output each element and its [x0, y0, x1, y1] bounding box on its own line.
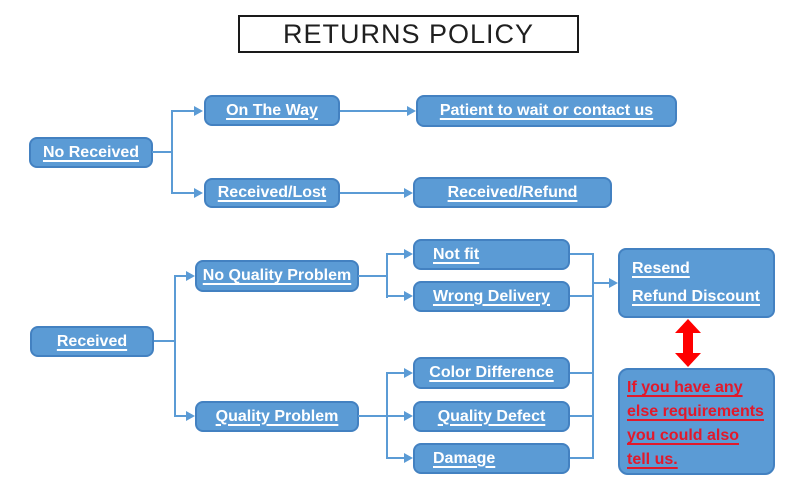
- double-arrow-down-head-icon: [675, 353, 701, 367]
- edge-to-ontheway-arrowhead-icon: [194, 106, 203, 116]
- edge-to-notfit-arrowhead-icon: [404, 249, 413, 259]
- node-no-received-label: No Received: [42, 143, 140, 161]
- edge-to-notfit-line: [386, 253, 405, 255]
- edge-received-stub: [154, 340, 176, 342]
- node-not-fit: Not fit: [413, 239, 570, 270]
- node-wrong-delivery: Wrong Delivery: [413, 281, 570, 312]
- edge-to-noqualityproblem-line: [174, 275, 188, 277]
- edge-wrongdelivery-merge-stub: [570, 295, 594, 297]
- edge-merge-vline: [592, 253, 594, 459]
- edge-merge-to-resend-line: [592, 282, 610, 284]
- node-quality-problem: Quality Problem: [195, 401, 359, 432]
- node-received-label: Received: [56, 332, 128, 350]
- edge-to-receivedlost-arrowhead-icon: [194, 188, 203, 198]
- edge-to-receivedlost-line: [171, 192, 196, 194]
- node-no-received: No Received: [29, 137, 153, 168]
- edge-to-wrongdelivery-arrowhead-icon: [404, 291, 413, 301]
- node-no-quality-problem: No Quality Problem: [195, 260, 359, 292]
- node-damage-label: Damage: [433, 449, 496, 467]
- node-not-fit-label: Not fit: [433, 245, 480, 263]
- node-on-the-way-label: On The Way: [226, 101, 318, 119]
- node-patient-wait: Patient to wait or contact us: [416, 95, 677, 127]
- note-line-3: you could also: [627, 427, 740, 444]
- edge-receivedlost-to-refund-line: [340, 192, 405, 194]
- edge-received-branch-vline: [174, 275, 176, 417]
- edge-ontheway-to-patient-arrowhead-icon: [407, 106, 416, 116]
- node-quality-defect: Quality Defect: [413, 401, 570, 432]
- edge-merge-to-resend-arrowhead-icon: [609, 278, 618, 288]
- edge-to-wrongdelivery-line: [386, 295, 405, 297]
- edge-to-ontheway-line: [171, 110, 196, 112]
- node-quality-problem-label: Quality Problem: [215, 407, 339, 425]
- title-box: RETURNS POLICY: [238, 15, 579, 53]
- node-received: Received: [30, 326, 154, 357]
- edge-damage-merge-stub: [570, 457, 594, 459]
- node-color-difference: Color Difference: [413, 357, 570, 389]
- note-line-1: If you have any: [627, 379, 743, 396]
- double-arrow-shaft: [683, 332, 693, 354]
- node-on-the-way: On The Way: [204, 95, 340, 126]
- note-line-4: tell us.: [627, 451, 678, 468]
- node-no-quality-problem-label: No Quality Problem: [202, 267, 352, 284]
- node-damage: Damage: [413, 443, 570, 474]
- node-wrong-delivery-label: Wrong Delivery: [432, 287, 551, 305]
- resend-note-double-arrow-icon: [675, 319, 701, 367]
- note-line-2: else requirements: [627, 403, 764, 420]
- edge-noreceived-stub: [152, 151, 173, 153]
- edge-to-qualitydefect-line: [386, 415, 405, 417]
- edge-to-qualityproblem-line: [174, 415, 188, 417]
- edge-nqp-stub: [358, 275, 388, 277]
- edge-to-colordifference-line: [386, 372, 405, 374]
- edge-to-qualityproblem-arrowhead-icon: [186, 411, 195, 421]
- refund-discount-line: Refund Discount: [632, 288, 760, 305]
- edge-nqp-branch-vline: [386, 253, 388, 298]
- edge-noreceived-branch-vline: [171, 110, 173, 194]
- edge-ontheway-to-patient-line: [340, 110, 408, 112]
- edge-notfit-merge-stub: [570, 253, 594, 255]
- node-received-lost-label: Received/Lost: [217, 184, 327, 201]
- edge-receivedlost-to-refund-arrowhead-icon: [404, 188, 413, 198]
- node-color-difference-label: Color Difference: [429, 364, 554, 381]
- node-resend-refund-discount: Resend Refund Discount: [618, 248, 775, 318]
- double-arrow-up-head-icon: [675, 319, 701, 333]
- node-received-lost: Received/Lost: [204, 178, 340, 208]
- node-quality-defect-label: Quality Defect: [437, 407, 546, 425]
- edge-to-colordifference-arrowhead-icon: [404, 368, 413, 378]
- edge-to-noqualityproblem-arrowhead-icon: [186, 271, 195, 281]
- edge-to-damage-line: [386, 457, 405, 459]
- edge-to-damage-arrowhead-icon: [404, 453, 413, 463]
- resend-line: Resend: [632, 260, 690, 277]
- node-received-refund: Received/Refund: [413, 177, 612, 208]
- edge-to-qualitydefect-arrowhead-icon: [404, 411, 413, 421]
- page-title: RETURNS POLICY: [282, 18, 535, 49]
- node-other-requirements-note: If you have any else requirements you co…: [618, 368, 775, 475]
- node-received-refund-label: Received/Refund: [447, 183, 578, 201]
- node-patient-wait-label: Patient to wait or contact us: [439, 102, 654, 119]
- edge-qualitydefect-merge-stub: [570, 415, 594, 417]
- edge-colordifference-merge-stub: [570, 372, 594, 374]
- edge-qp-stub: [358, 415, 388, 417]
